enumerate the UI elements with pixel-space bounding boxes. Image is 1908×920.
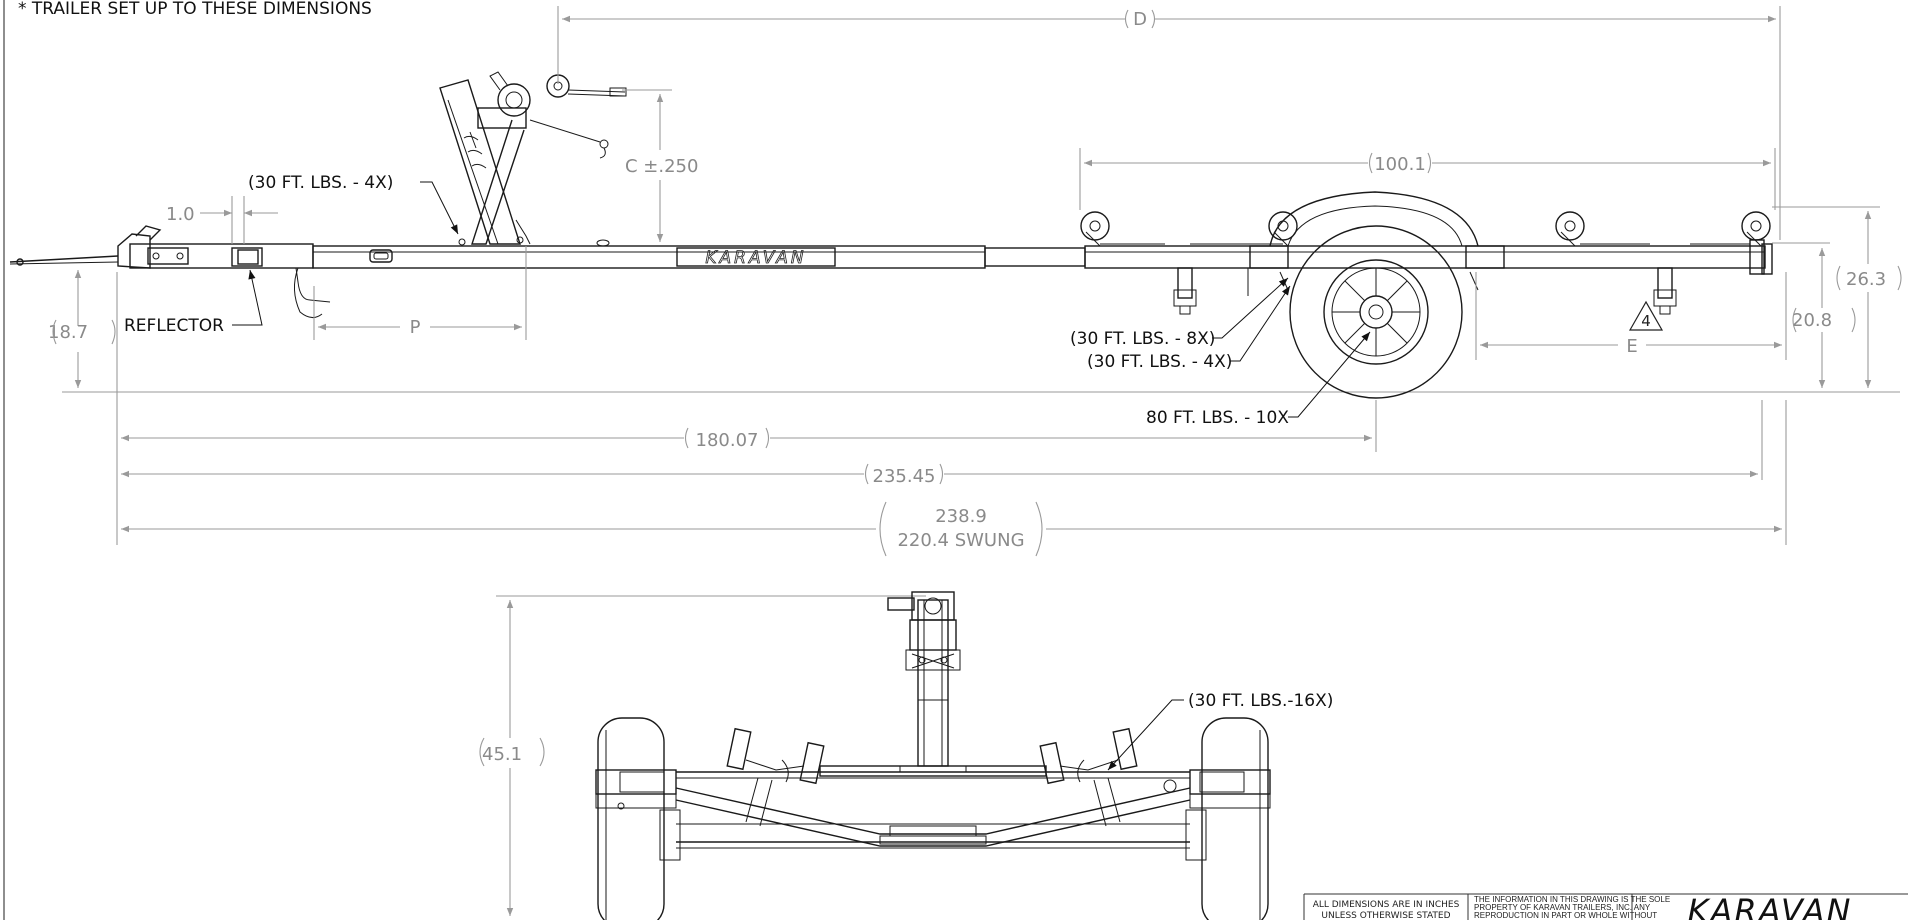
dim-E: E — [1626, 336, 1637, 357]
title-block: ALL DIMENSIONS ARE IN INCHES UNLESS OTHE… — [1303, 892, 1908, 920]
wheel-assembly — [1247, 191, 1505, 399]
dim-18-7: 18.7 — [48, 322, 88, 343]
rear-tire-left — [597, 717, 665, 920]
revision-triangle — [1628, 300, 1664, 331]
winch-stand — [439, 71, 627, 246]
property-note-line2: PROPERTY OF KARAVAN TRAILERS, INC. ANY — [1474, 903, 1651, 912]
property-note-line1: THE INFORMATION IN THIS DRAWING IS THE S… — [1474, 895, 1670, 904]
company-logo: KARAVAN — [1688, 892, 1853, 920]
callout-reflector: REFLECTOR — [124, 316, 224, 336]
setup-note: * TRAILER SET UP TO THESE DIMENSIONS — [18, 0, 372, 19]
frame-logo: KARAVAN — [705, 248, 806, 268]
callout-fender-4x: (30 FT. LBS. - 4X) — [1087, 352, 1232, 372]
dim-C: C ±.250 — [625, 156, 698, 177]
dim-220-4-swung: 220.4 SWUNG — [897, 530, 1024, 551]
bunk-rollers — [1080, 211, 1771, 315]
callout-winch-torque: (30 FT. LBS. - 4X) — [248, 173, 393, 193]
dim-100: 100.1 — [1374, 154, 1426, 175]
dim-1-0: 1.0 — [166, 204, 195, 225]
property-note-line3: REPRODUCTION IN PART OR WHOLE WITHOUT — [1474, 911, 1657, 920]
units-note-line2: UNLESS OTHERWISE STATED — [1321, 911, 1450, 920]
dim-45-1: 45.1 — [482, 744, 522, 765]
units-note-line1: ALL DIMENSIONS ARE IN INCHES — [1313, 900, 1460, 910]
dim-D: D — [1133, 9, 1147, 30]
side-view: KARAVAN — [9, 6, 1902, 557]
dim-180-07: 180.07 — [696, 430, 759, 451]
dim-P: P — [410, 317, 421, 338]
dim-235-45: 235.45 — [873, 466, 936, 487]
dim-26-3: 26.3 — [1846, 269, 1886, 290]
tire — [1289, 225, 1463, 399]
callout-bunks-16x: (30 FT. LBS.-16X) — [1188, 691, 1333, 711]
main-frame: KARAVAN — [9, 225, 1773, 318]
rear-bunks — [726, 727, 1138, 827]
dim-20-8: 20.8 — [1792, 310, 1832, 331]
rear-tire-right — [1201, 717, 1269, 920]
dim-238-9: 238.9 — [935, 506, 987, 527]
rim — [1323, 259, 1429, 365]
callout-lug-nuts: 80 FT. LBS. - 10X — [1146, 408, 1289, 428]
callout-fender-8x: (30 FT. LBS. - 8X) — [1070, 329, 1215, 349]
rear-view: 45.1 — [479, 591, 1333, 920]
revision-number: 4 — [1641, 312, 1651, 330]
frame-logo-box — [676, 247, 836, 267]
